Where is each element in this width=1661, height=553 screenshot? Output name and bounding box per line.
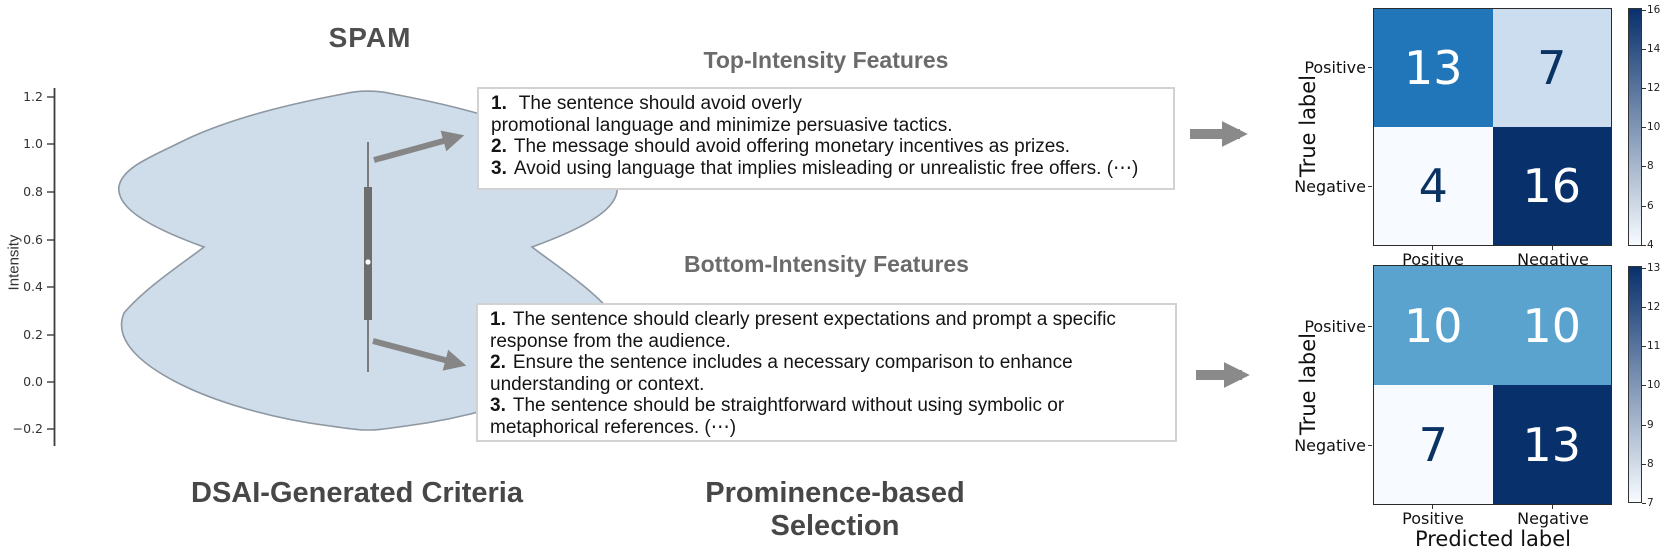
colorbar-tick: 8 [1642,160,1654,172]
predicted-label-axis: Predicted label [1414,527,1572,551]
feature-line: understanding or context. [490,373,705,395]
y-tick-label: 0.4 [23,279,43,294]
bottom-features-box: 1.The sentence should clearly present ex… [476,303,1177,442]
colorbar-top [1628,8,1642,246]
matrix-cell: 7 [1374,385,1493,504]
arrow-to-top-features [373,130,465,163]
col-label-negative: Negative [1517,509,1589,528]
matrix-cell: 13 [1374,9,1493,127]
feature-line: 1. The sentence should avoid overly [491,93,802,114]
col-label-positive: Positive [1402,509,1464,528]
feature-line: 1.The sentence should clearly present ex… [490,309,1116,330]
feature-line: response from the audience. [490,330,731,352]
row-tick [1368,67,1372,68]
colorbar-tick: 6 [1642,200,1654,212]
violin-boxplot [364,142,372,372]
y-tick-label: 0.8 [23,184,43,199]
col-label-positive: Positive [1402,250,1464,269]
boxplot-iqr-box [364,187,372,320]
feature-line: 3.The sentence should be straightforward… [490,395,1065,416]
col-tick [1432,505,1433,509]
matrix-cell: 10 [1492,266,1611,385]
row-tick [1368,445,1372,446]
y-tick-label: 0.2 [23,327,43,342]
caption-dsai-generated-criteria: DSAI-Generated Criteria [191,477,523,509]
feature-line: promotional language and minimize persua… [491,114,953,136]
row-label-positive: Positive [1304,58,1366,77]
violin-title: SPAM [328,22,412,53]
col-label-negative: Negative [1517,250,1589,269]
colorbar-tick: 16 [1641,4,1661,16]
caption-prominence-based-selection: Prominence-based Selection [705,477,965,542]
y-axis [47,88,56,446]
true-label-axis-top: True label [1296,74,1320,178]
colorbar-tick: 7 [1642,497,1654,509]
feature-line: 3.Avoid using language that implies misl… [491,157,1139,179]
true-label-axis-bottom: True label [1296,332,1320,436]
feature-line: 2.The message should avoid offering mone… [491,136,1071,157]
colorbar-tick: 13 [1641,262,1661,274]
feature-line: metaphorical references. (⋯) [490,416,737,438]
top-features-box: 1. The sentence should avoid overly prom… [477,87,1175,190]
matrix-cell: 13 [1492,385,1611,504]
colorbar-tick: 11 [1641,340,1661,352]
row-label-negative: Negative [1294,436,1366,455]
confusion-matrix-top: 13 7 4 16 [1373,8,1612,246]
bottom-features-title: Bottom-Intensity Features [684,251,969,277]
colorbar-tick: 14 [1641,43,1661,55]
y-tick-label: 1.0 [23,136,43,151]
col-tick [1552,246,1553,250]
row-tick [1368,326,1372,327]
top-features-title: Top-Intensity Features [703,47,949,73]
matrix-cell: 16 [1492,127,1611,245]
y-tick-label: 0.0 [23,374,43,389]
row-label-negative: Negative [1294,177,1366,196]
feature-line: 2.Ensure the sentence includes a necessa… [490,352,1073,373]
colorbar-tick: 12 [1641,82,1661,94]
matrix-cell: 4 [1374,127,1493,245]
col-tick [1552,505,1553,509]
y-tick-label: 1.2 [23,89,43,104]
colorbar-tick: 4 [1642,239,1654,251]
colorbar-tick: 8 [1642,458,1654,470]
confusion-matrix-bottom: 10 10 7 13 [1373,265,1612,505]
arrow-to-bottom-features [372,338,467,371]
y-axis-label: Intensity [5,234,23,291]
colorbar-tick: 10 [1641,379,1661,391]
col-tick [1432,246,1433,250]
matrix-cell: 7 [1492,9,1611,127]
colorbar-tick: 10 [1641,121,1661,133]
colorbar-tick: 12 [1641,301,1661,313]
y-tick-label: 0.6 [23,232,43,247]
y-tick-label: −0.2 [12,421,43,436]
colorbar-bottom [1628,266,1642,503]
row-label-positive: Positive [1304,317,1366,336]
row-tick [1368,186,1372,187]
colorbar-tick: 9 [1642,419,1654,431]
boxplot-median-dot [365,259,371,265]
matrix-cell: 10 [1374,266,1493,385]
